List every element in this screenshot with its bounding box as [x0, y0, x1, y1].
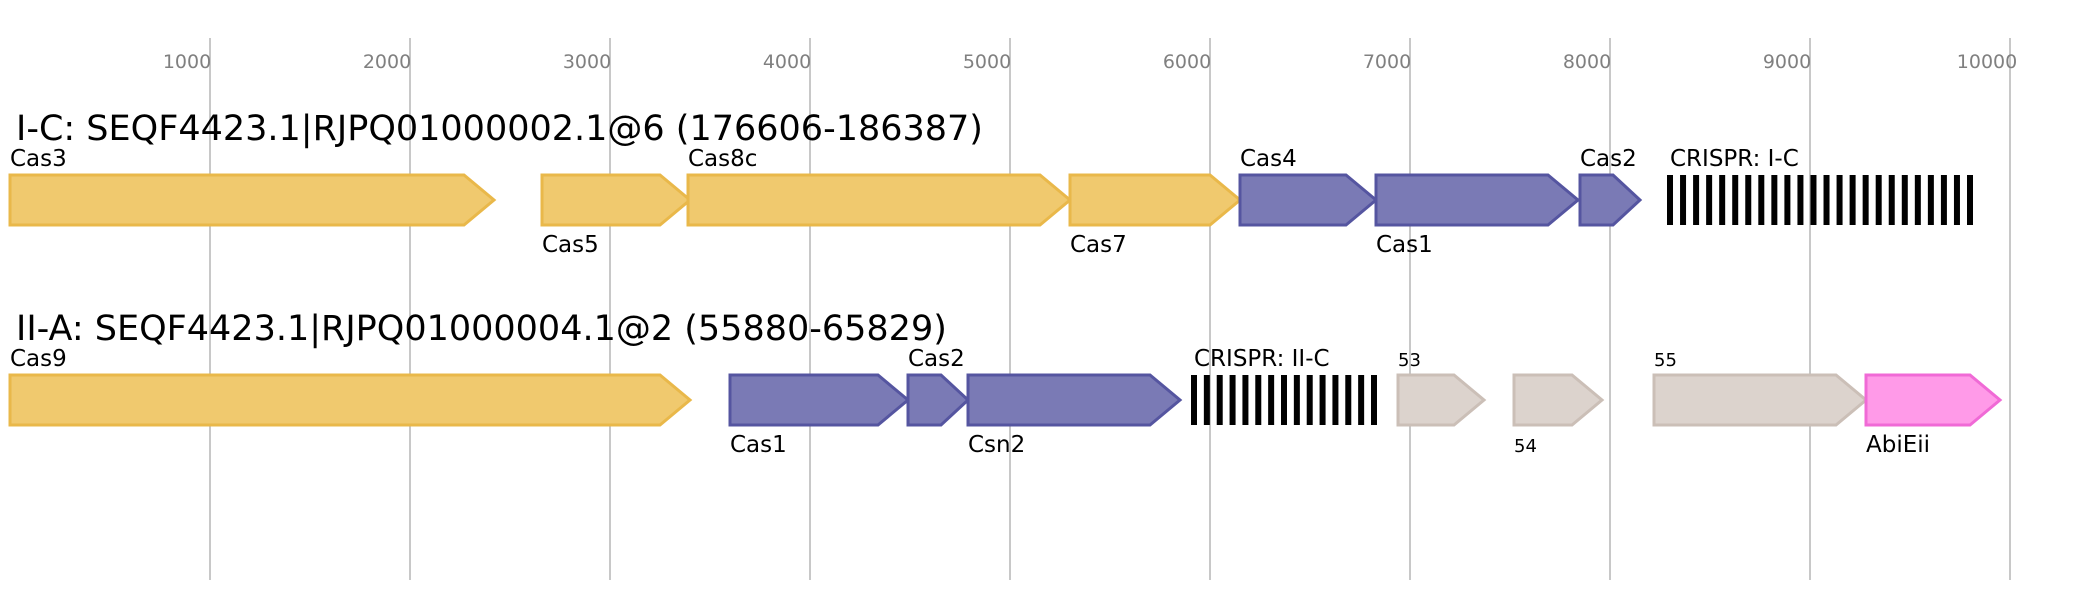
crispr-repeat [1191, 375, 1197, 425]
crispr-repeat [1967, 175, 1973, 225]
crispr-repeat [1371, 375, 1377, 425]
track-title-i-c: I-C: SEQF4423.1|RJPQ01000002.1@6 (176606… [16, 109, 983, 149]
gene-label-cas3: Cas3 [10, 146, 67, 172]
crispr-repeat [1745, 175, 1752, 225]
crispr-repeat [1203, 375, 1210, 425]
crispr-repeat [1823, 175, 1830, 225]
gene-label-cas2: Cas2 [1580, 146, 1637, 172]
crispr-repeat [1862, 175, 1869, 225]
gene-arrow-cas1 [1374, 173, 1581, 227]
crispr-array-crispr-i-c [1667, 175, 1973, 225]
crispr-repeat [1242, 375, 1249, 425]
tick-label: 9000 [1763, 51, 1811, 73]
coordinate-axis: 1000 2000 3000 4000 5000 6000 7000 8000 9000 1000… [163, 51, 2017, 73]
crispr-repeat [1849, 175, 1856, 225]
crispr-repeat [1758, 175, 1765, 225]
crispr-repeat [1719, 175, 1726, 225]
gene-label-cas9: Cas9 [10, 346, 67, 372]
crispr-repeat [1810, 175, 1817, 225]
crispr-repeat [1797, 175, 1804, 225]
crispr-repeat [1706, 175, 1713, 225]
tick-label: 7000 [1363, 51, 1411, 73]
crispr-repeat [1229, 375, 1236, 425]
crispr-repeat [1268, 375, 1275, 425]
crispr-repeat [1693, 175, 1700, 225]
tick-label: 6000 [1163, 51, 1211, 73]
crispr-repeat [1732, 175, 1739, 225]
gene-label-crispr-ii-c: CRISPR: II-C [1194, 346, 1330, 372]
grid-lines [209, 38, 2011, 580]
gene-label-55: 55 [1654, 350, 1677, 371]
gene-label-cas7: Cas7 [1070, 232, 1127, 258]
gene-arrow-cas9 [8, 373, 693, 427]
gene-arrow-cas7 [1068, 173, 1243, 227]
tick-label: 1000 [163, 51, 211, 73]
tick-label: 4000 [763, 51, 811, 73]
crispr-repeat [1345, 375, 1352, 425]
crispr-repeat [1216, 375, 1223, 425]
tick-label: 5000 [963, 51, 1011, 73]
gene-label-cas2: Cas2 [908, 346, 965, 372]
gene-label-csn2: Csn2 [968, 432, 1025, 458]
gene-arrow-cas1 [728, 373, 911, 427]
gene-arrow-csn2 [966, 373, 1183, 427]
crispr-repeat [1940, 175, 1947, 225]
crispr-repeat [1888, 175, 1895, 225]
gene-arrow-cas3 [8, 173, 497, 227]
gene-label-cas1: Cas1 [1376, 232, 1433, 258]
gene-arrow-cas4 [1238, 173, 1379, 227]
gene-label-cas5: Cas5 [542, 232, 599, 258]
gene-label-cas1: Cas1 [730, 432, 787, 458]
gene-arrow-55 [1652, 373, 1869, 427]
crispr-repeat [1914, 175, 1921, 225]
gene-arrow-54 [1512, 373, 1605, 427]
tick-label: 10000 [1957, 51, 2017, 73]
crispr-repeat [1293, 375, 1300, 425]
gene-label-53: 53 [1398, 350, 1421, 371]
tick-label: 2000 [363, 51, 411, 73]
crispr-repeat [1927, 175, 1934, 225]
track-title-ii-a: II-A: SEQF4423.1|RJPQ01000004.1@2 (55880… [16, 309, 947, 349]
crispr-repeat [1332, 375, 1339, 425]
gene-arrow-cas2 [906, 373, 971, 427]
gene-arrow-cas2 [1578, 173, 1643, 227]
track-ii-a: II-A: SEQF4423.1|RJPQ01000004.1@2 (55880… [8, 309, 2003, 458]
crispr-repeat [1771, 175, 1778, 225]
gene-arrow-cas8c [686, 173, 1073, 227]
gene-arrow-cas5 [540, 173, 693, 227]
crispr-repeat [1319, 375, 1326, 425]
crispr-repeat [1255, 375, 1262, 425]
crispr-array-crispr-ii-c [1191, 375, 1377, 425]
crispr-repeat [1953, 175, 1960, 225]
crispr-repeat [1784, 175, 1791, 225]
track-i-c: I-C: SEQF4423.1|RJPQ01000002.1@6 (176606… [8, 109, 1973, 258]
crispr-repeat [1306, 375, 1313, 425]
tick-label: 8000 [1563, 51, 1611, 73]
crispr-repeat [1281, 375, 1287, 425]
gene-arrow-53 [1396, 373, 1487, 427]
crispr-repeat [1358, 375, 1365, 425]
gene-arrow-abieii [1864, 373, 2003, 427]
crispr-repeat [1667, 175, 1673, 225]
crispr-repeat [1901, 175, 1908, 225]
tick-label: 3000 [563, 51, 611, 73]
gene-label-abieii: AbiEii [1866, 432, 1930, 458]
gene-label-cas8c: Cas8c [688, 146, 757, 172]
gene-label-54: 54 [1514, 436, 1537, 457]
crispr-repeat [1836, 175, 1843, 225]
gene-label-crispr-i-c: CRISPR: I-C [1670, 146, 1799, 172]
gene-label-cas4: Cas4 [1240, 146, 1297, 172]
crispr-repeat [1680, 175, 1687, 225]
crispr-repeat [1875, 175, 1882, 225]
